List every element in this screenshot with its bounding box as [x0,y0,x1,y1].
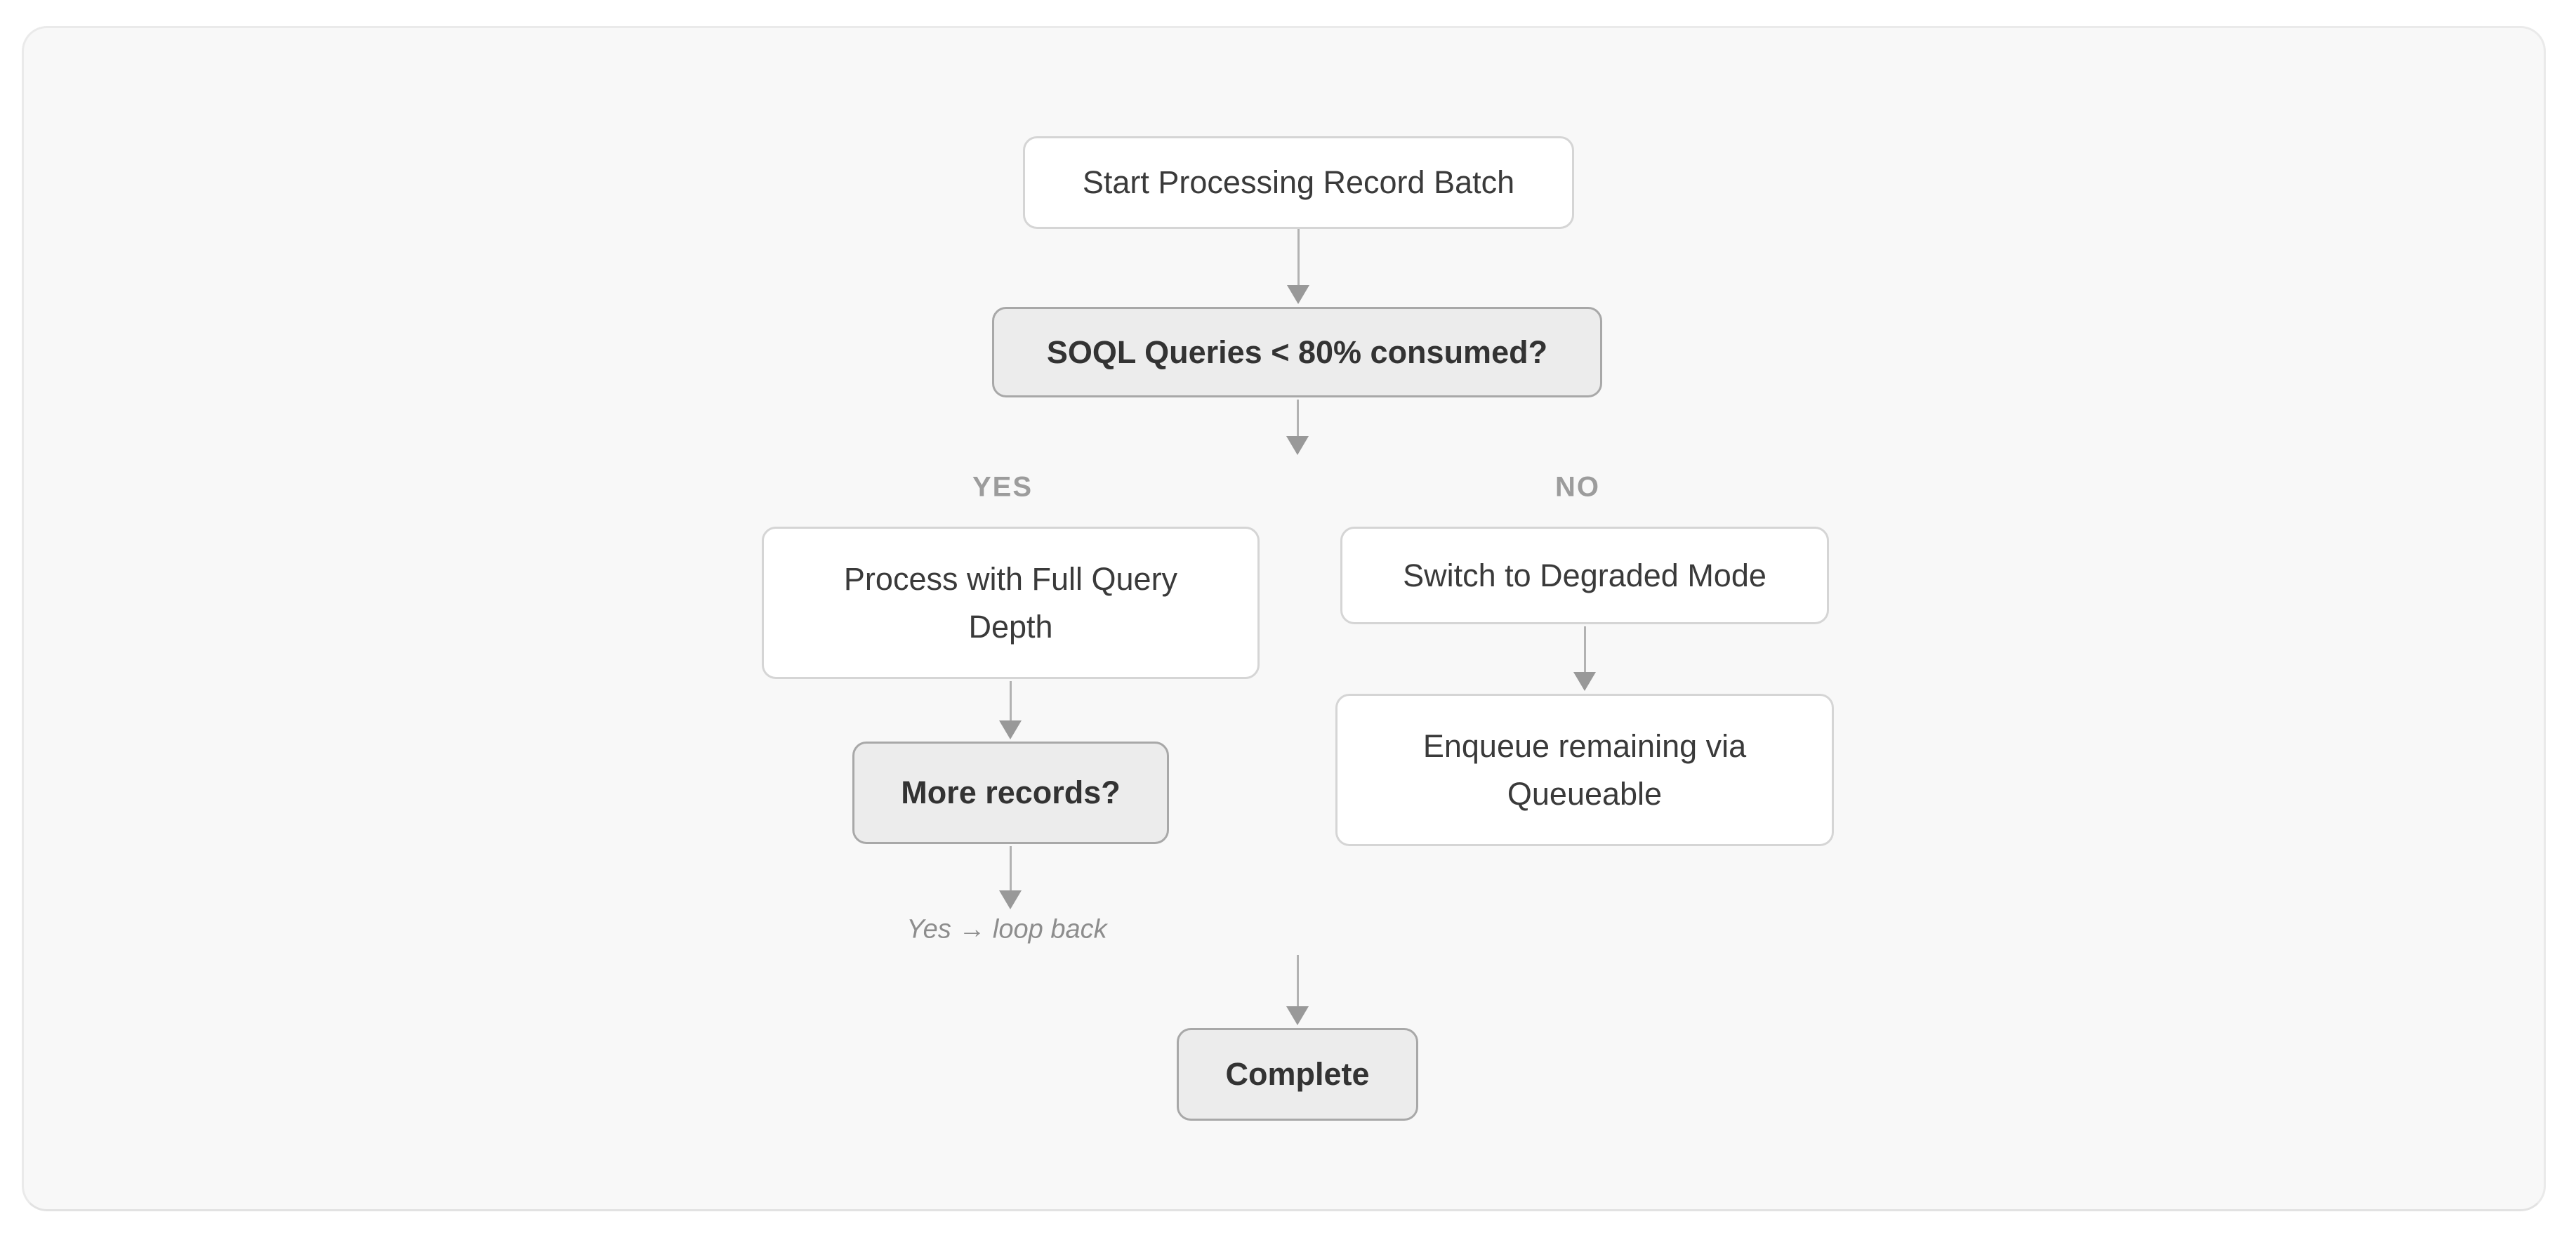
arrow-process-to-more-records [998,681,1023,739]
node-more-records-decision: More records? [852,742,1169,844]
node-process-full-depth: Process with Full Query Depth [762,527,1260,679]
node-enqueue-queueable-label: Enqueue remaining via Queueable [1422,728,1747,812]
node-complete: Complete [1177,1028,1418,1121]
arrow-line [1296,400,1299,436]
arrow-line [1296,955,1299,1006]
arrow-head-icon [999,720,1022,739]
node-switch-degraded-label: Switch to Degraded Mode [1403,557,1766,593]
flowchart-panel: Start Processing Record Batch SOQL Queri… [22,26,2546,1211]
node-complete-label: Complete [1225,1056,1370,1093]
node-start: Start Processing Record Batch [1023,136,1574,229]
loop-back-note: Yes → loop back [906,914,1107,944]
node-process-full-depth-label: Process with Full Query Depth [843,561,1178,645]
branch-label-no: NO [1555,471,1600,503]
arrow-head-icon [1286,436,1309,455]
arrow-head-icon [1286,1006,1309,1025]
arrow-more-records-to-loop-note [998,846,1023,909]
arrow-to-complete [1285,955,1310,1025]
arrow-line [1297,229,1300,285]
arrow-head-icon [1573,672,1596,691]
arrow-switch-to-enqueue [1572,626,1597,691]
arrow-head-icon [1287,285,1309,304]
arrow-soql-to-branches [1285,400,1310,455]
arrow-head-icon [999,890,1022,909]
node-soql-decision-label: SOQL Queries < 80% consumed? [1046,334,1548,370]
node-switch-degraded: Switch to Degraded Mode [1340,527,1829,624]
arrow-start-to-soql [1286,229,1311,304]
arrow-line [1009,846,1012,890]
arrow-line [1583,626,1586,672]
node-more-records-label: More records? [901,775,1121,811]
node-soql-decision: SOQL Queries < 80% consumed? [992,307,1602,397]
arrow-line [1009,681,1012,720]
branch-label-yes: YES [972,471,1033,503]
node-start-label: Start Processing Record Batch [1082,164,1515,201]
node-enqueue-queueable: Enqueue remaining via Queueable [1335,694,1834,846]
